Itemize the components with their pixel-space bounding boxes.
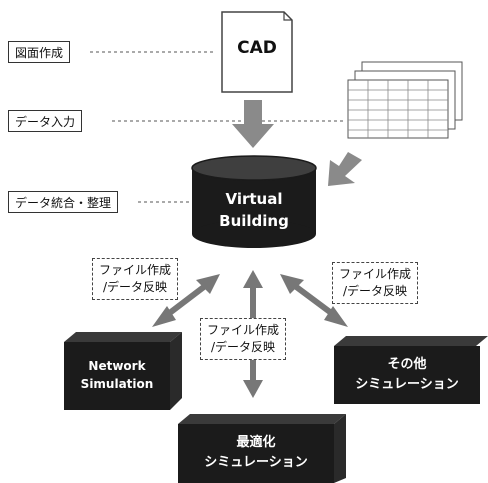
- other-box: [334, 336, 488, 404]
- arrow-cad-down: [232, 100, 274, 148]
- optimization-box: [178, 414, 346, 483]
- optimization-simulation-label: 最適化 シミュレーション: [204, 435, 308, 470]
- spreadsheet-stack-icon: [347, 61, 463, 139]
- virtual-building-line1: Virtual: [225, 190, 283, 208]
- file-exchange-center: ファイル作成 /データ反映: [200, 318, 287, 360]
- cad-text: CAD: [237, 38, 277, 58]
- arrow-to-network: [152, 274, 220, 327]
- virtual-building-line2: Building: [219, 212, 289, 230]
- arrow-data-in: [328, 152, 362, 186]
- label-drawing: 図面作成: [8, 41, 71, 63]
- network-simulation-label: Network Simulation: [80, 359, 154, 391]
- label-data-input: データ入力: [8, 110, 83, 132]
- file-exchange-right: ファイル作成 /データ反映: [332, 262, 419, 304]
- cad-document-icon: [221, 11, 293, 93]
- label-data-integration: データ統合・整理: [8, 191, 119, 213]
- file-exchange-left: ファイル作成 /データ反映: [92, 258, 179, 300]
- other-simulation-label: その他 シミュレーション: [355, 357, 459, 392]
- arrow-to-other: [280, 274, 348, 327]
- virtual-building-cylinder: [191, 155, 317, 248]
- network-box: [64, 332, 182, 410]
